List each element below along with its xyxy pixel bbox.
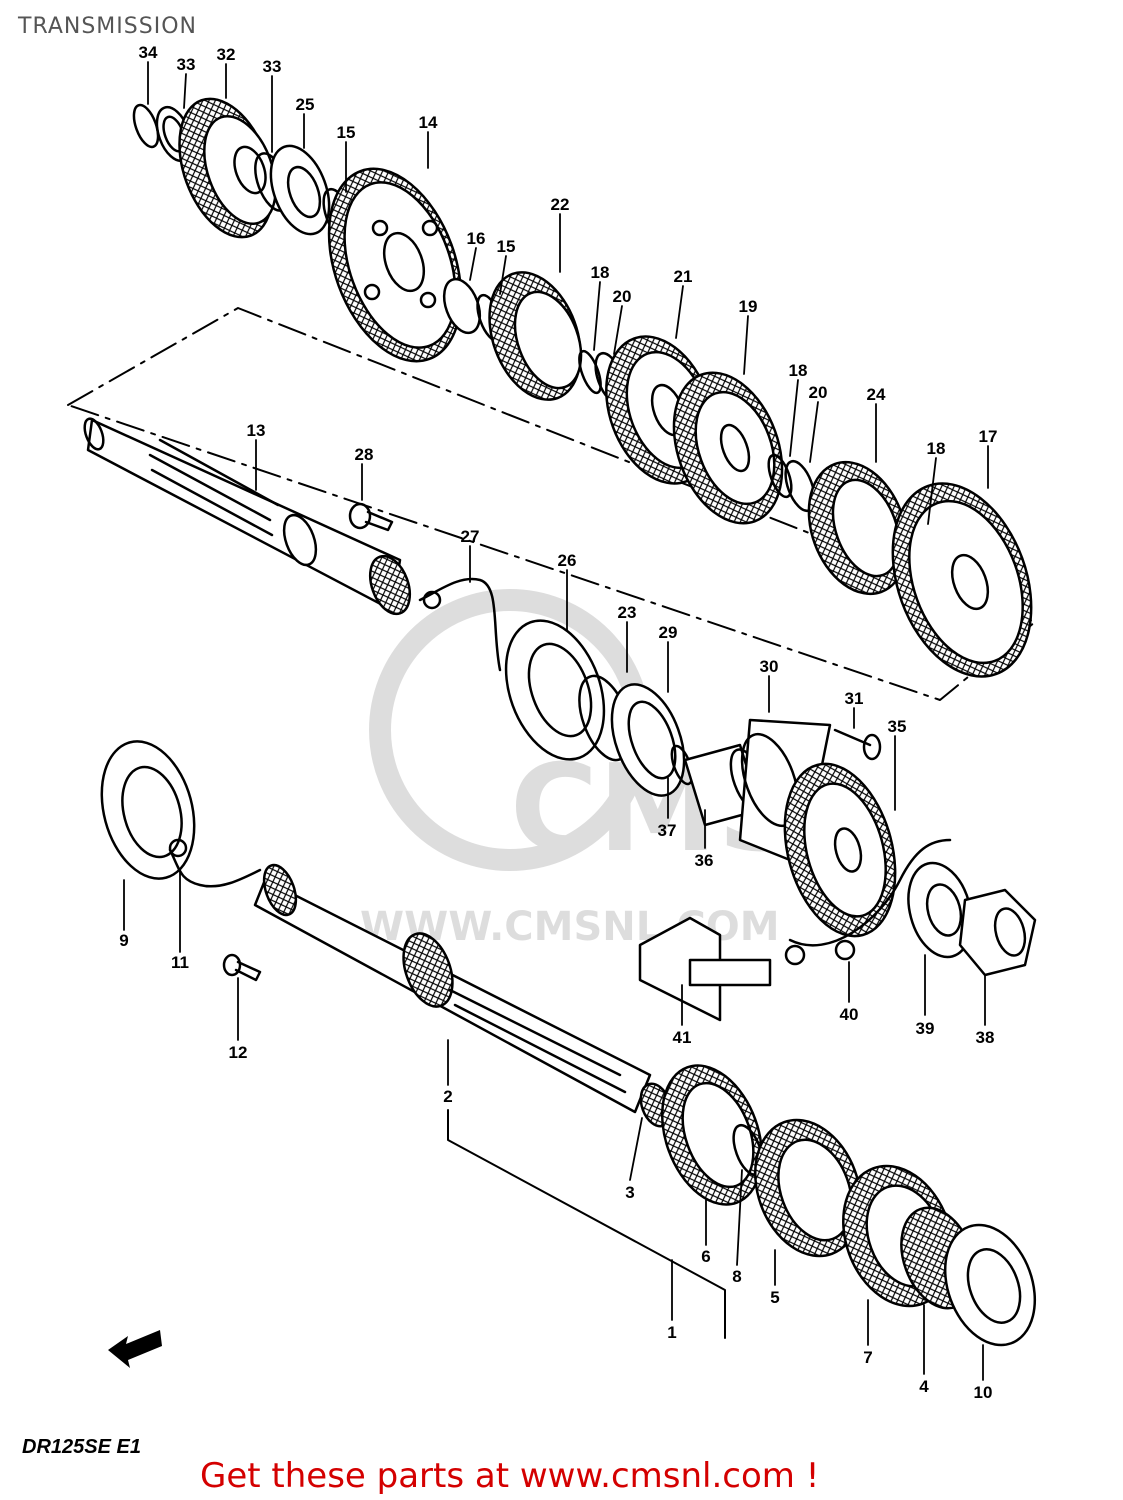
oil-seal-29 xyxy=(610,683,686,797)
callout-16: 16 xyxy=(467,229,486,248)
callout-22: 22 xyxy=(551,195,570,214)
callout-14: 14 xyxy=(419,113,438,132)
sprocket-35 xyxy=(783,762,897,938)
callout-5: 5 xyxy=(770,1288,779,1307)
callout-18-c: 18 xyxy=(927,439,946,458)
gear-6 xyxy=(661,1064,763,1206)
callout-9: 9 xyxy=(119,931,128,950)
callout-37: 37 xyxy=(658,821,677,840)
bearing-26 xyxy=(504,619,606,761)
gear-24 xyxy=(807,460,909,596)
chain-joint-41 xyxy=(638,916,772,1022)
callout-2: 2 xyxy=(443,1087,452,1106)
screw-28 xyxy=(348,502,394,532)
callout-26: 26 xyxy=(558,551,577,570)
screw-12 xyxy=(222,953,262,982)
callout-32: 32 xyxy=(217,45,236,64)
callout-34: 34 xyxy=(139,43,158,62)
bearing-10 xyxy=(943,1223,1037,1347)
bearing-9 xyxy=(100,740,196,880)
model-code: DR125SE E1 xyxy=(22,1436,141,1458)
callout-15: 15 xyxy=(337,123,356,142)
callout-35: 35 xyxy=(888,717,907,736)
callout-28: 28 xyxy=(355,445,374,464)
callout-8: 8 xyxy=(732,1267,741,1286)
drive-shaft-group-bracket xyxy=(447,1109,726,1339)
retainer-27 xyxy=(418,577,502,672)
callout-18: 18 xyxy=(591,263,610,282)
callout-30: 30 xyxy=(760,657,779,676)
callout-labels: 34 33 32 33 25 15 14 16 15 22 18 20 21 1… xyxy=(119,43,997,1402)
callout-20: 20 xyxy=(613,287,632,306)
callout-24: 24 xyxy=(867,385,886,404)
promo-banner[interactable]: Get these parts at www.cmsnl.com ! xyxy=(200,1456,820,1496)
circlip-18-b xyxy=(767,453,793,499)
front-arrow-icon xyxy=(108,1330,162,1368)
callout-33: 33 xyxy=(177,55,196,74)
callout-12: 12 xyxy=(229,1043,248,1062)
circlip-18 xyxy=(578,349,602,395)
callout-40: 40 xyxy=(840,1005,859,1024)
callout-17: 17 xyxy=(979,427,998,446)
callout-3: 3 xyxy=(625,1183,634,1202)
drive-shaft-2 xyxy=(253,863,652,1114)
callout-25: 25 xyxy=(296,95,315,114)
page-title: TRANSMISSION xyxy=(18,14,197,39)
leader-lines xyxy=(123,61,989,1381)
retainer-11 xyxy=(168,838,262,888)
bolt-31 xyxy=(833,728,882,761)
gear-22 xyxy=(488,271,583,401)
gear-5 xyxy=(754,1118,862,1258)
callout-11: 11 xyxy=(171,953,189,972)
gear-14 xyxy=(327,167,463,363)
gear-19 xyxy=(672,371,784,525)
callout-31: 31 xyxy=(845,689,864,708)
callout-36: 36 xyxy=(695,851,714,870)
countershaft-13 xyxy=(83,417,412,616)
callout-23: 23 xyxy=(618,603,637,622)
callout-4: 4 xyxy=(919,1377,929,1396)
callout-29: 29 xyxy=(659,623,678,642)
callout-39: 39 xyxy=(916,1019,935,1038)
callout-10: 10 xyxy=(974,1383,993,1402)
circlip-34 xyxy=(132,103,160,149)
callout-19: 19 xyxy=(739,297,758,316)
callout-27: 27 xyxy=(461,527,480,546)
callout-20-b: 20 xyxy=(809,383,828,402)
callout-21: 21 xyxy=(674,267,693,286)
callout-13: 13 xyxy=(247,421,266,440)
callout-33-b: 33 xyxy=(263,57,282,76)
callout-7: 7 xyxy=(863,1348,872,1367)
callout-38: 38 xyxy=(976,1028,995,1047)
callout-18-b: 18 xyxy=(789,361,808,380)
nut-38 xyxy=(958,888,1037,977)
callout-6: 6 xyxy=(701,1247,710,1266)
callout-1: 1 xyxy=(667,1323,676,1342)
drive-chain-40 xyxy=(784,838,952,966)
bearing-25 xyxy=(269,144,331,236)
callout-15-b: 15 xyxy=(497,237,516,256)
callout-41: 41 xyxy=(673,1028,692,1047)
gear-17 xyxy=(891,482,1033,678)
